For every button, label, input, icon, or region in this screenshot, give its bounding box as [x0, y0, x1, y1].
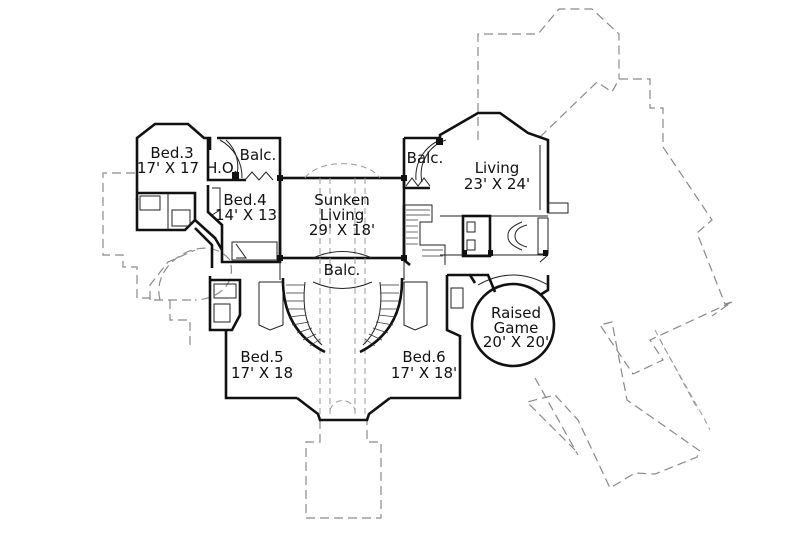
- raised-game-name2: Game: [494, 319, 539, 337]
- bed4-dims: 14' X 13: [215, 206, 277, 224]
- ho-balc-area: [206, 136, 282, 182]
- room-labels: Bed.3 17' X 17 H.O. Balc. Bed.4 14' X 13…: [137, 144, 549, 382]
- raised-game-name: Raised: [491, 304, 541, 322]
- left-balc-label: Balc.: [240, 146, 277, 164]
- bed6-name: Bed.6: [402, 348, 445, 366]
- straight-stair: [402, 204, 446, 266]
- raised-game-dims: 20' X 20': [483, 333, 549, 351]
- living-name: Living: [475, 159, 520, 177]
- left-curved-stair: [281, 277, 326, 354]
- bed3-room: [135, 122, 212, 232]
- living-dims: 23' X 24': [464, 175, 530, 193]
- lower-level-outline: [102, 8, 733, 519]
- sunken-living-dims: 29' X 18': [309, 221, 375, 239]
- right-curved-stair: [359, 277, 404, 354]
- sunken-living-name2: Living: [320, 206, 365, 224]
- bed5-room: [224, 281, 391, 422]
- sunken-living-name: Sunken: [314, 191, 369, 209]
- right-balc-area: [402, 136, 447, 190]
- columns: [277, 175, 407, 261]
- bed5-name: Bed.5: [240, 348, 283, 366]
- center-balc-label: Balc.: [324, 261, 361, 279]
- bath-bar-strip: [440, 214, 549, 258]
- bed6-room: [390, 273, 477, 400]
- bed3-name: Bed.3: [150, 144, 193, 162]
- bed5-dims: 17' X 18: [231, 364, 293, 382]
- left-corridor: [194, 219, 242, 332]
- bed6-dims: 17' X 18': [391, 364, 457, 382]
- right-balc-label: Balc.: [407, 149, 444, 167]
- ho-label: H.O.: [206, 159, 238, 177]
- bed3-dims: 17' X 17: [137, 159, 199, 177]
- living-room: [438, 111, 569, 214]
- bed4-name: Bed.4: [223, 191, 266, 209]
- raised-game-room: [470, 254, 556, 368]
